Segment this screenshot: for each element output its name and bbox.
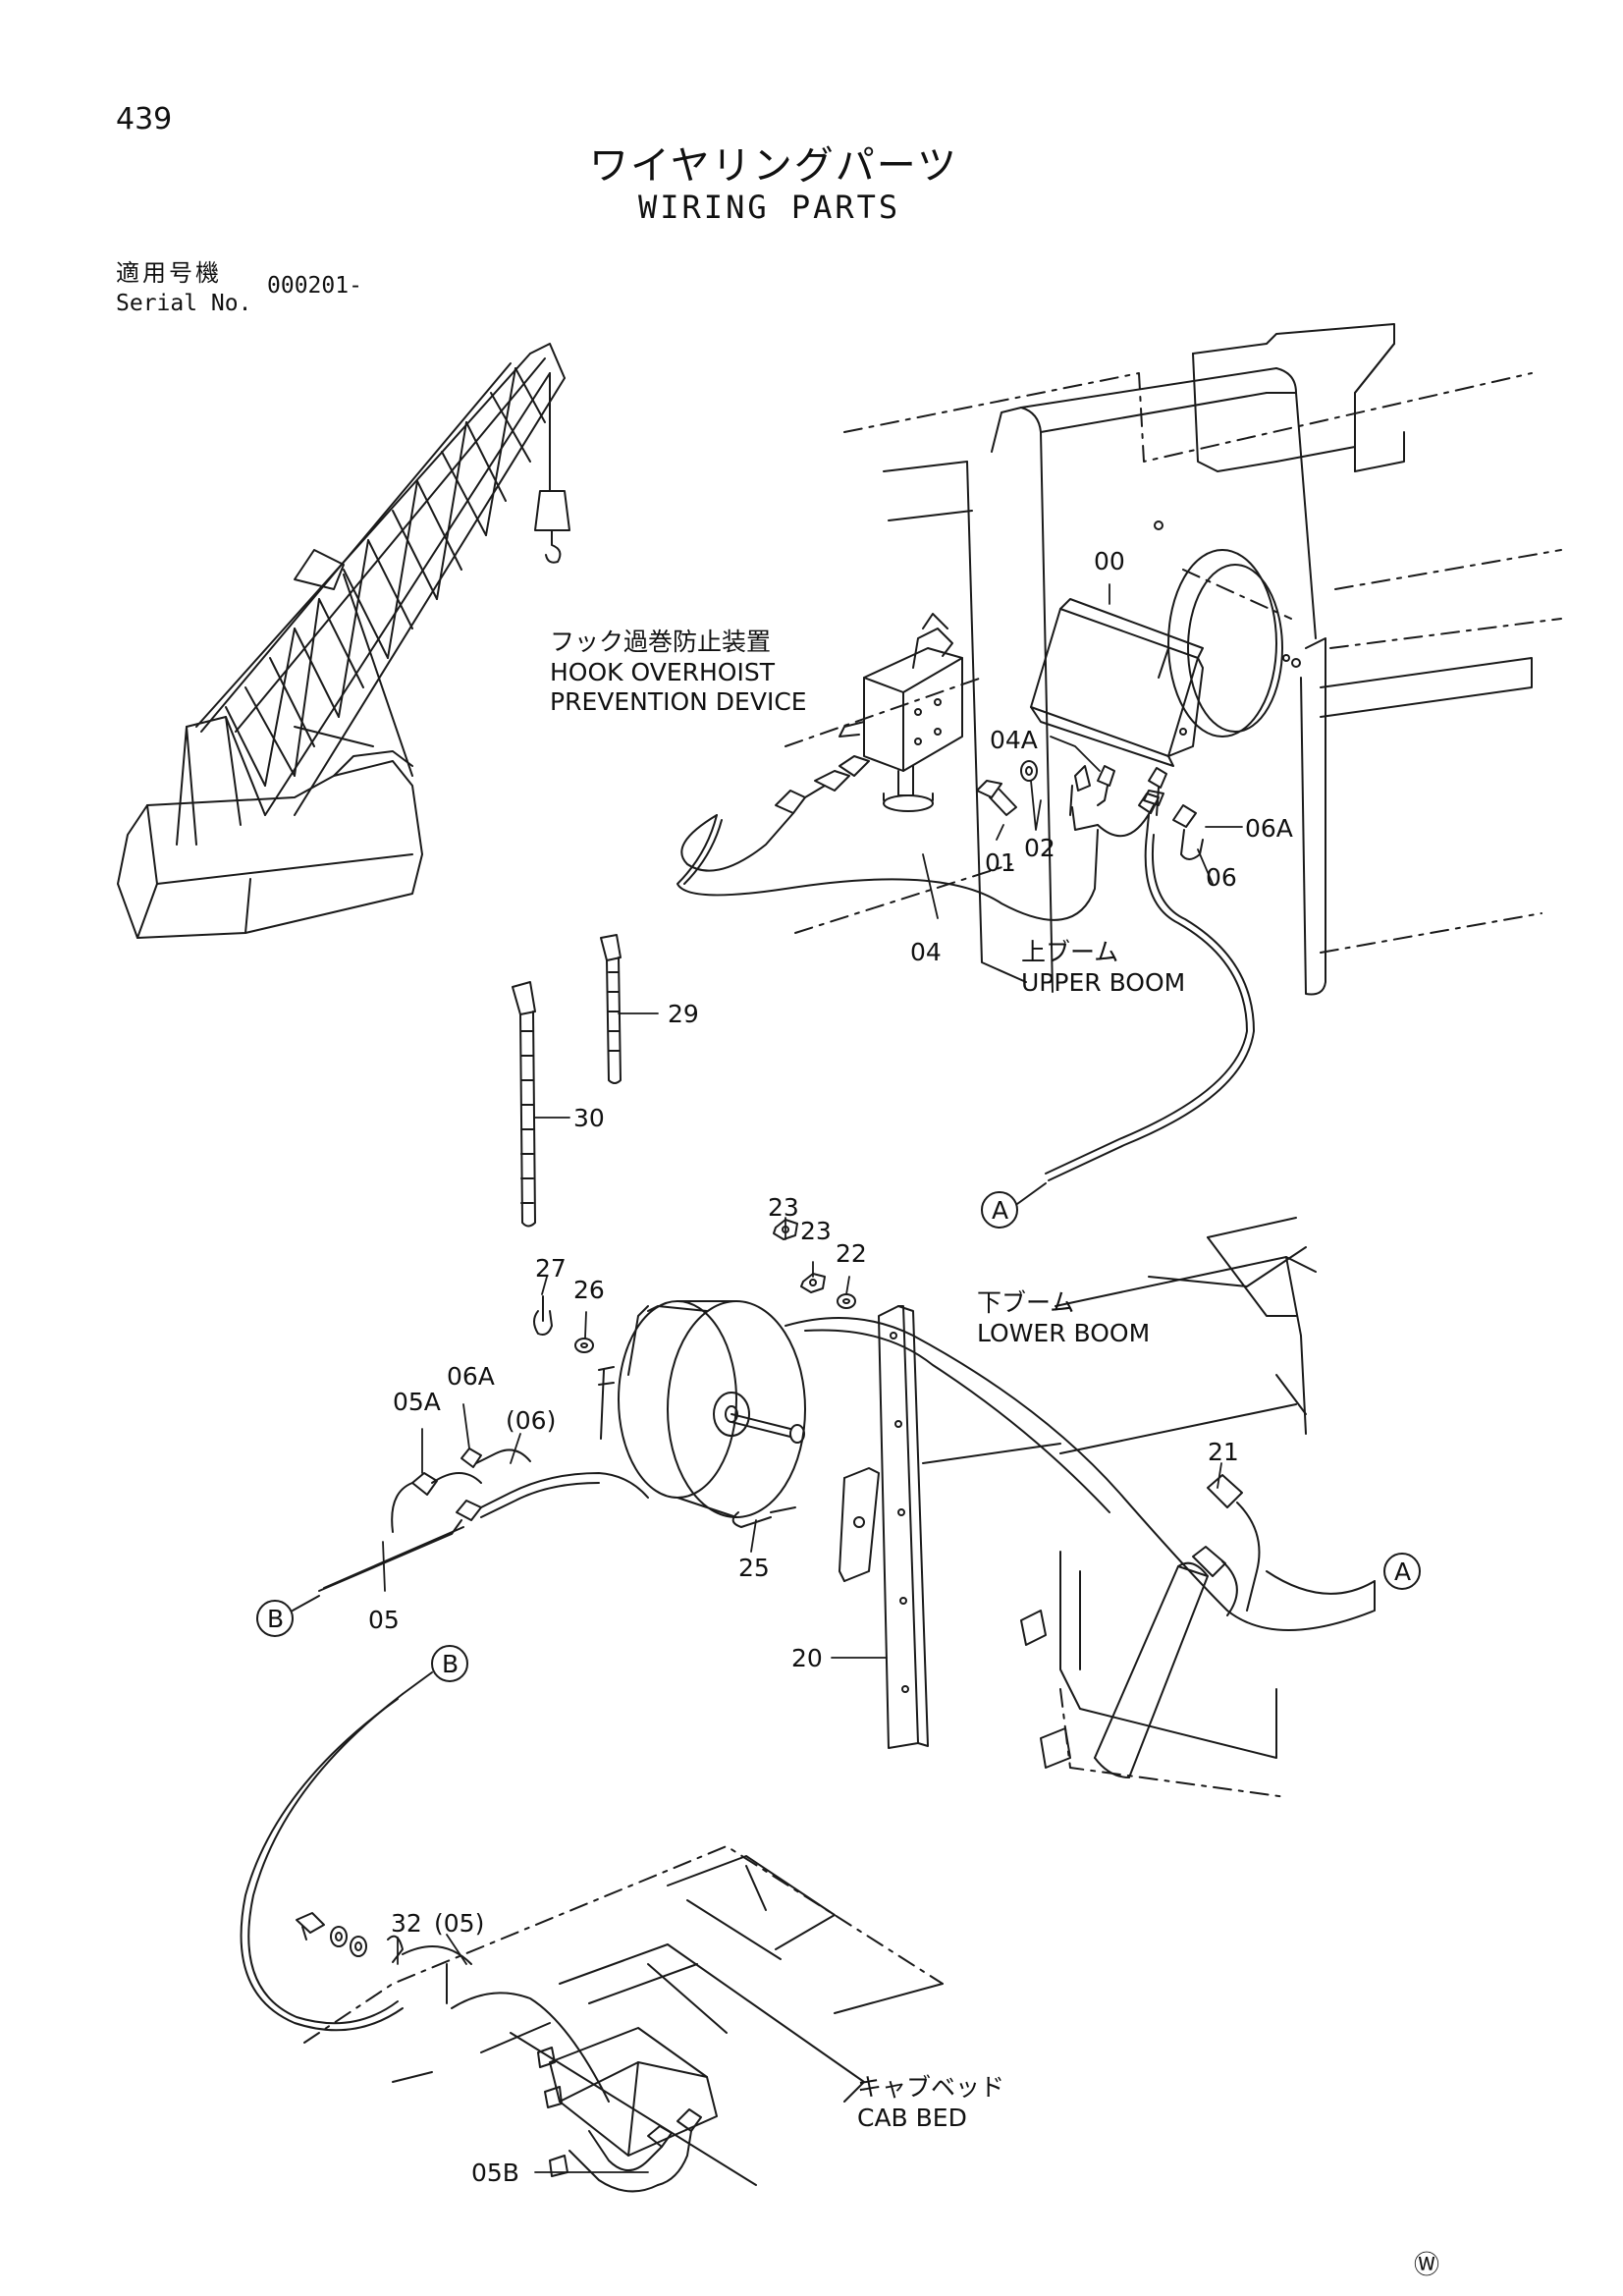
hook-device-label-en-2: PREVENTION DEVICE <box>550 687 807 716</box>
serial-number-value: 000201- <box>267 273 362 299</box>
part-label-23-a: 23 <box>768 1193 799 1222</box>
part-label-20: 20 <box>791 1644 823 1672</box>
ref-letter-a-lower: A <box>1394 1558 1411 1586</box>
ref-letter-a-upper: A <box>992 1196 1008 1225</box>
reference-circle-a-lower <box>1383 1553 1421 1590</box>
cable-06 <box>1045 834 1255 1181</box>
lower-boom-label-ja: 下ブーム <box>977 1288 1074 1317</box>
switch-box-00 <box>1030 598 1204 767</box>
part-label-29: 29 <box>668 1000 699 1028</box>
small-hardware <box>533 1219 856 1528</box>
reference-circle-b-bottom <box>402 1645 468 1695</box>
part-label-05b: 05B <box>471 2159 519 2187</box>
serial-label-english: Serial No. <box>116 291 252 316</box>
reference-circle-a-upper <box>981 1182 1047 1229</box>
bolt-01-and-washer-02 <box>976 760 1038 816</box>
part-label-06a-lower: 06A <box>447 1362 495 1391</box>
cable-tie-30 <box>512 981 536 1228</box>
page-number: 439 <box>116 102 173 137</box>
leader-lines <box>382 583 1243 2173</box>
box-connectors <box>1069 765 1204 860</box>
part-label-27: 27 <box>535 1254 567 1283</box>
part-label-22: 22 <box>836 1239 867 1268</box>
crane-overview-illustration <box>117 343 570 939</box>
cab-bed-label-en: CAB BED <box>857 2104 967 2132</box>
lower-boom-structure <box>922 1217 1317 1798</box>
part-label-04: 04 <box>910 938 942 966</box>
part-label-06-paren: (06) <box>506 1406 556 1435</box>
part-label-25: 25 <box>738 1554 770 1582</box>
cable-reel <box>598 1300 806 1518</box>
part-label-04a: 04A <box>990 726 1038 754</box>
part-label-26: 26 <box>573 1276 605 1304</box>
part-label-05a: 05A <box>393 1388 441 1416</box>
part-label-05-paren: (05) <box>434 1909 484 1938</box>
bracket-20 <box>839 1305 929 1749</box>
ref-letter-b-left: B <box>267 1605 284 1633</box>
cab-bed-label-ja: キャブベッド <box>857 2073 1004 2102</box>
part-label-00: 00 <box>1094 547 1125 575</box>
part-label-30: 30 <box>573 1104 605 1132</box>
cable-tie-29 <box>600 934 622 1084</box>
part-label-06-upper: 06 <box>1206 863 1237 892</box>
ref-letter-b-bottom: B <box>442 1650 459 1678</box>
reference-circle-b-left <box>256 1595 320 1637</box>
serial-label-japanese: 適用号機 <box>116 259 222 287</box>
upper-boom-structure <box>784 323 1562 996</box>
cable-04 <box>676 755 1099 921</box>
hook-overhoist-prevention-device <box>839 613 963 812</box>
part-label-23-b: 23 <box>800 1217 832 1245</box>
upper-boom-label-en: UPPER BOOM <box>1021 968 1185 997</box>
part-label-21: 21 <box>1208 1438 1239 1466</box>
title-japanese: ワイヤリングパーツ <box>589 143 958 189</box>
part-label-02: 02 <box>1024 834 1055 862</box>
hook-device-label-en-1: HOOK OVERHOIST <box>550 658 776 686</box>
cab-bed-structure <box>303 1845 944 2193</box>
cable-b-to-cab-bed <box>240 1693 404 2032</box>
footer-circled-w-mark: Ⓦ <box>1414 2251 1440 2280</box>
lower-boom-label-en: LOWER BOOM <box>977 1319 1150 1347</box>
part-label-32: 32 <box>391 1909 422 1938</box>
reel-cable-to-a <box>784 1317 1376 1631</box>
title-english: WIRING PARTS <box>638 189 901 226</box>
part-label-01: 01 <box>985 848 1016 877</box>
part-label-06a-upper: 06A <box>1245 814 1293 843</box>
upper-boom-label-ja: 上ブーム <box>1021 938 1118 966</box>
hook-device-label-ja: フック過巻防止装置 <box>550 628 771 656</box>
part-label-05: 05 <box>368 1606 400 1634</box>
connectors-05-06 <box>318 1448 649 1592</box>
